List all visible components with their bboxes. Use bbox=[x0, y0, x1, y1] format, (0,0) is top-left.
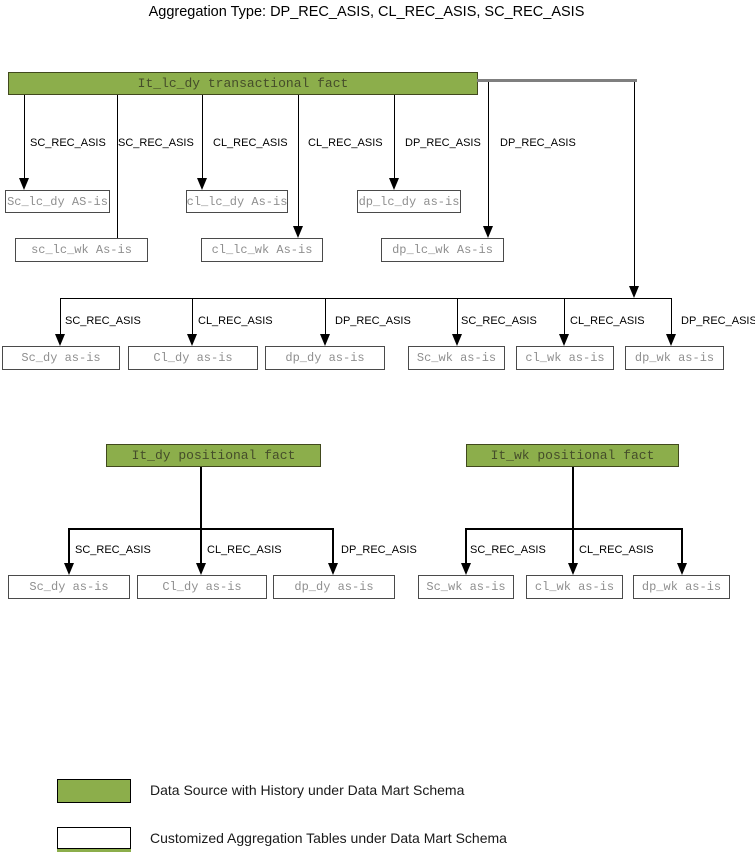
connector-line-gray bbox=[477, 79, 637, 82]
arrowhead-icon bbox=[483, 226, 493, 238]
edge-label: DP_REC_ASIS bbox=[341, 544, 417, 556]
table-box-sc-wk-2: Sc_wk as-is bbox=[418, 575, 514, 599]
legend-swatch-cutoff bbox=[57, 849, 131, 852]
connector-line bbox=[69, 528, 333, 530]
connector-line bbox=[60, 298, 61, 334]
table-box-dp-wk: dp_wk as-is bbox=[625, 346, 724, 370]
connector-line bbox=[332, 528, 334, 563]
legend-label: Customized Aggregation Tables under Data… bbox=[150, 830, 507, 846]
table-box-dp-wk-2: dp_wk as-is bbox=[633, 575, 730, 599]
arrowhead-icon bbox=[677, 563, 687, 575]
edge-label: CL_REC_ASIS bbox=[570, 315, 645, 327]
table-box-sc-lc-wk: sc_lc_wk As-is bbox=[15, 238, 148, 262]
connector-line bbox=[192, 298, 193, 334]
connector-line bbox=[202, 95, 203, 178]
connector-line bbox=[200, 467, 202, 563]
table-box-dp-dy-2: dp_dy as-is bbox=[273, 575, 395, 599]
arrowhead-icon bbox=[666, 334, 676, 346]
connector-line bbox=[325, 298, 326, 334]
arrowhead-icon bbox=[64, 563, 74, 575]
table-box-cl-wk-2: cl_wk as-is bbox=[526, 575, 623, 599]
connector-line bbox=[394, 95, 395, 178]
edge-label: CL_REC_ASIS bbox=[207, 544, 282, 556]
edge-label: DP_REC_ASIS bbox=[405, 137, 481, 149]
connector-line bbox=[117, 95, 118, 238]
connector-line bbox=[488, 82, 489, 226]
legend-label: Data Source with History under Data Mart… bbox=[150, 782, 465, 798]
arrowhead-icon bbox=[629, 286, 639, 298]
connector-line bbox=[681, 528, 683, 563]
edge-label: CL_REC_ASIS bbox=[308, 137, 383, 149]
table-box-cl-dy: Cl_dy as-is bbox=[128, 346, 258, 370]
table-box-sc-wk: Sc_wk as-is bbox=[408, 346, 505, 370]
arrowhead-icon bbox=[568, 563, 578, 575]
edge-label: SC_REC_ASIS bbox=[30, 137, 106, 149]
fact-box-it-lc-dy: It_lc_dy transactional fact bbox=[8, 72, 478, 95]
connector-line bbox=[60, 298, 672, 299]
arrowhead-icon bbox=[19, 178, 29, 190]
fact-box-it-wk: It_wk positional fact bbox=[466, 444, 679, 467]
legend-swatch-green bbox=[57, 779, 131, 803]
arrowhead-icon bbox=[461, 563, 471, 575]
arrowhead-icon bbox=[197, 178, 207, 190]
fact-box-it-dy: It_dy positional fact bbox=[106, 444, 321, 467]
table-box-sc-dy-2: Sc_dy as-is bbox=[8, 575, 130, 599]
arrowhead-icon bbox=[293, 226, 303, 238]
diagram-title: Aggregation Type: DP_REC_ASIS, CL_REC_AS… bbox=[148, 4, 585, 20]
table-box-sc-dy: Sc_dy as-is bbox=[2, 346, 120, 370]
connector-line bbox=[24, 95, 25, 178]
arrowhead-icon bbox=[452, 334, 462, 346]
connector-line bbox=[457, 298, 458, 334]
table-box-sc-lc-dy: Sc_lc_dy AS-is bbox=[5, 190, 110, 213]
edge-label: SC_REC_ASIS bbox=[118, 137, 194, 149]
edge-label: SC_REC_ASIS bbox=[65, 315, 141, 327]
connector-line bbox=[634, 82, 635, 286]
arrowhead-icon bbox=[196, 563, 206, 575]
table-box-dp-dy: dp_dy as-is bbox=[265, 346, 385, 370]
table-box-dp-lc-wk: dp_lc_wk As-is bbox=[381, 238, 504, 262]
table-box-cl-dy-2: Cl_dy as-is bbox=[137, 575, 267, 599]
arrowhead-icon bbox=[559, 334, 569, 346]
edge-label: DP_REC_ASIS bbox=[335, 315, 411, 327]
arrowhead-icon bbox=[389, 178, 399, 190]
arrowhead-icon bbox=[328, 563, 338, 575]
edge-label: SC_REC_ASIS bbox=[461, 315, 537, 327]
connector-line bbox=[68, 528, 70, 563]
connector-line bbox=[671, 298, 672, 334]
connector-line bbox=[564, 298, 565, 334]
edge-label: SC_REC_ASIS bbox=[75, 544, 151, 556]
table-box-cl-wk: cl_wk as-is bbox=[516, 346, 614, 370]
connector-line bbox=[466, 528, 682, 530]
edge-label: CL_REC_ASIS bbox=[213, 137, 288, 149]
connector-line bbox=[572, 467, 574, 563]
connector-line bbox=[298, 95, 299, 226]
edge-label: CL_REC_ASIS bbox=[198, 315, 273, 327]
arrowhead-icon bbox=[320, 334, 330, 346]
edge-label: SC_REC_ASIS bbox=[470, 544, 546, 556]
table-box-cl-lc-dy: cl_lc_dy As-is bbox=[186, 190, 288, 213]
table-box-cl-lc-wk: cl_lc_wk As-is bbox=[201, 238, 323, 262]
edge-label: DP_REC_ASIS bbox=[500, 137, 576, 149]
edge-label: DP_REC_ASIS bbox=[681, 315, 755, 327]
table-box-dp-lc-dy: dp_lc_dy as-is bbox=[357, 190, 461, 213]
arrowhead-icon bbox=[55, 334, 65, 346]
connector-line bbox=[465, 528, 467, 563]
edge-label: CL_REC_ASIS bbox=[579, 544, 654, 556]
legend-swatch-white bbox=[57, 827, 131, 849]
arrowhead-icon bbox=[187, 334, 197, 346]
